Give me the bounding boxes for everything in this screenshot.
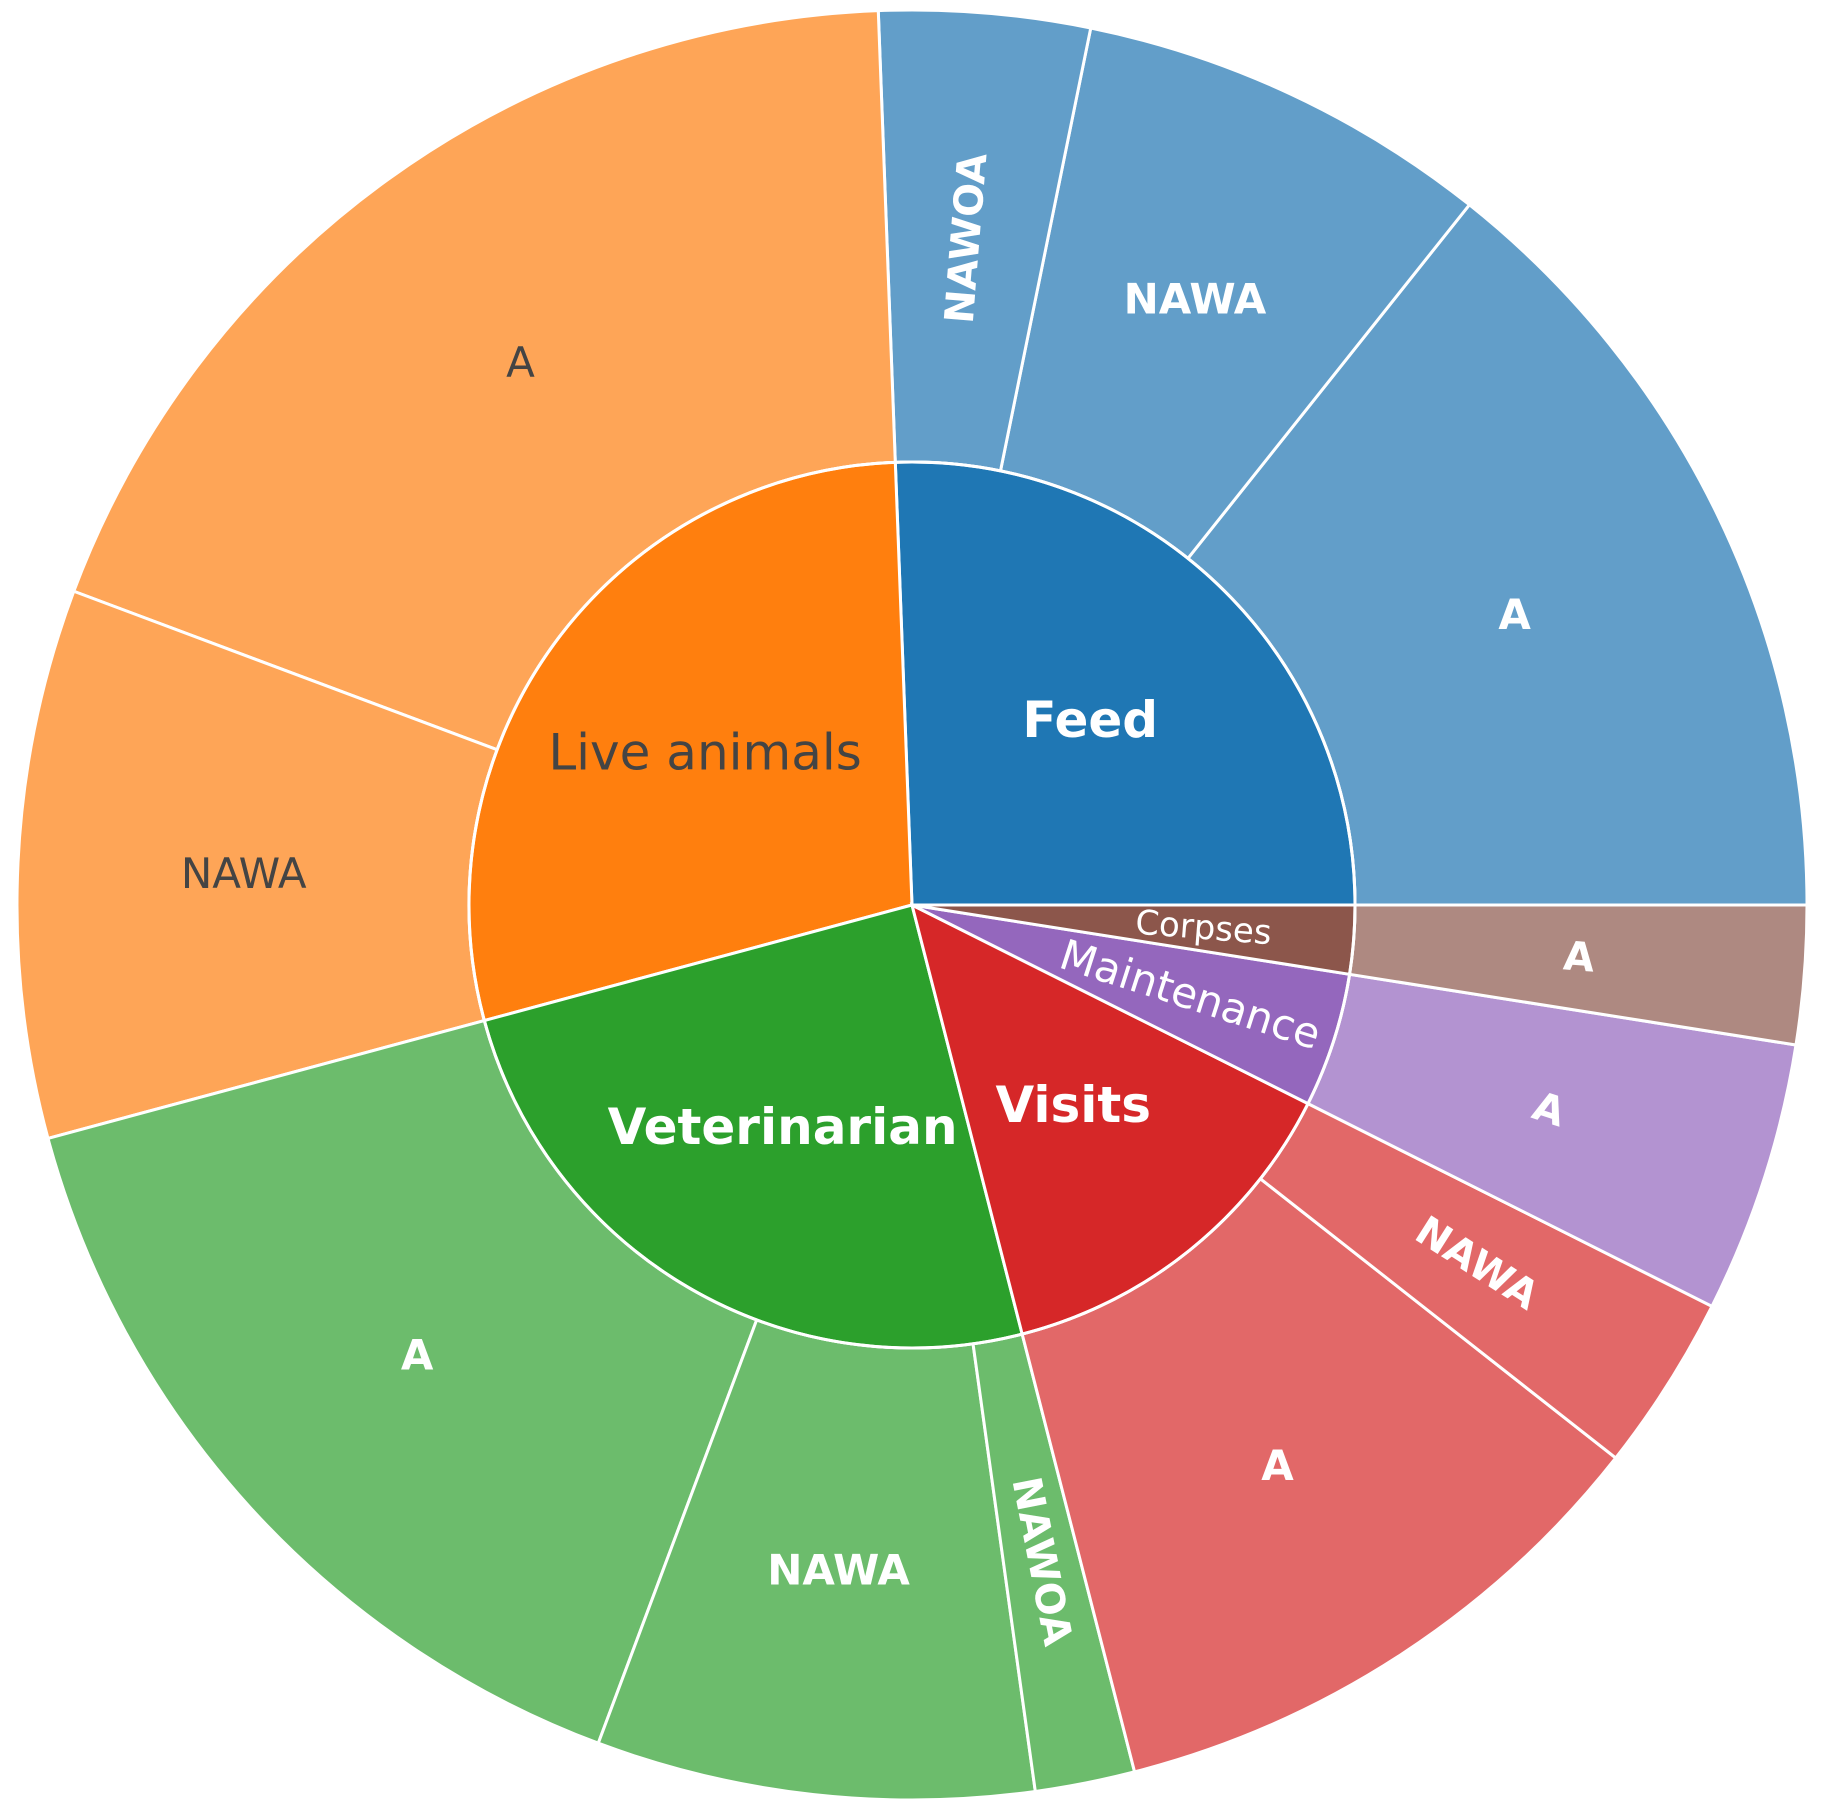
outer-label-veterinarian-nawa: NAWA xyxy=(767,1545,910,1594)
outer-label-visits-a: A xyxy=(1261,1441,1294,1490)
inner-label-veterinarian: Veterinarian xyxy=(608,1098,958,1156)
inner-ring xyxy=(467,460,1357,1350)
inner-label-visits: Visits xyxy=(996,1076,1152,1134)
outer-label-feed-nawa: NAWA xyxy=(1124,274,1267,323)
outer-label-live-animals-nawa: NAWA xyxy=(181,849,307,898)
ring-divider xyxy=(467,460,1357,1350)
outer-label-veterinarian-a: A xyxy=(401,1331,434,1380)
inner-label-live-animals: Live animals xyxy=(548,724,862,782)
outer-label-corpses-a: A xyxy=(1562,933,1597,981)
outer-label-feed-a: A xyxy=(1498,590,1531,639)
outer-ring xyxy=(15,8,1809,1802)
outer-label-live-animals-a: A xyxy=(506,338,535,387)
inner-label-feed: Feed xyxy=(1022,691,1158,749)
